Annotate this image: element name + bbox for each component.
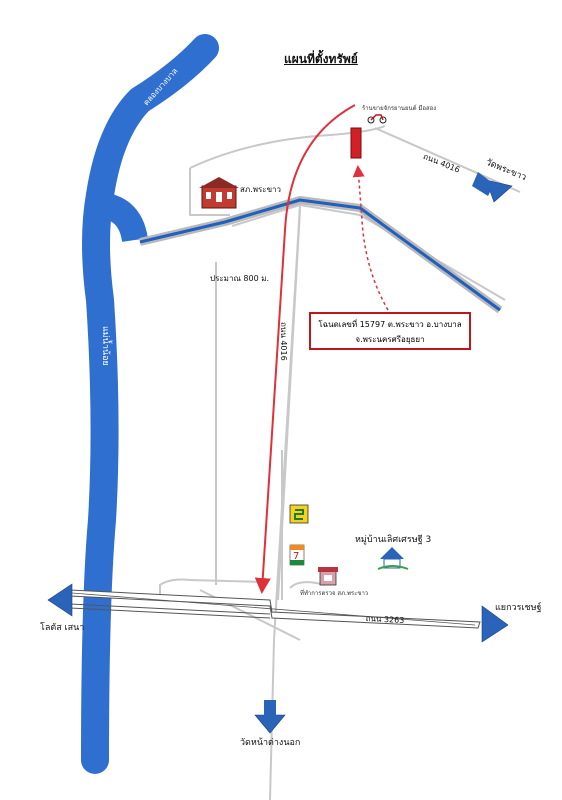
wat-na-tang-nok-label: วัดหน้าต่างนอก	[240, 738, 301, 748]
river-main-label: แม่น้ำน้อย	[100, 326, 110, 366]
road-4016-vertical-label: ถนน 4016	[279, 322, 288, 361]
deed-line-2: จ.พระนครศรีอยุธยา	[355, 335, 425, 344]
river-bend	[94, 192, 148, 243]
lotus-label: โลตัส เสนา	[40, 623, 85, 633]
shop-label: ร้านขายจักรยานยนต์ มือสอง	[362, 105, 437, 112]
checkpoint-label: ที่ทำการตรวจ สภ.พระขาว	[300, 590, 369, 597]
village-label: หมู่บ้านเลิศเศรษฐี 3	[355, 535, 432, 545]
seven-eleven-icon: 7	[289, 544, 305, 566]
intersection-label: แยกวรเชษฐ์	[495, 603, 542, 613]
arrow-intersection	[481, 605, 509, 643]
motorcycle-icon	[367, 114, 387, 124]
police-station-label: สภ.พระขาว	[240, 185, 282, 194]
river	[81, 34, 219, 774]
police-station-icon	[199, 177, 239, 209]
map-title: แผนที่ตั้งทรัพย์	[284, 52, 358, 66]
road-3263	[69, 589, 481, 629]
arrow-wat-na-tang-nok	[254, 714, 286, 734]
road-3263-label: ถนน 3263	[365, 613, 405, 626]
checkpoint-kiosk-icon	[318, 567, 338, 586]
house-village-icon	[377, 547, 409, 570]
deed-line-1: โฉนดเลขที่ 15797 ต.พระขาว อ.บางบาล	[318, 320, 462, 329]
property-marker	[350, 127, 362, 159]
distance-label: ประมาณ 800 ม.	[210, 274, 270, 283]
svg-text:7: 7	[293, 551, 299, 562]
gas-station-icon	[289, 504, 309, 524]
canal	[139, 196, 503, 314]
deed-pointer	[352, 165, 389, 311]
title-deed-box: โฉนดเลขที่ 15797 ต.พระขาว อ.บางบาล จ.พระ…	[309, 312, 471, 350]
arrow-lotus	[47, 583, 73, 617]
route-arrow-south	[254, 104, 356, 594]
